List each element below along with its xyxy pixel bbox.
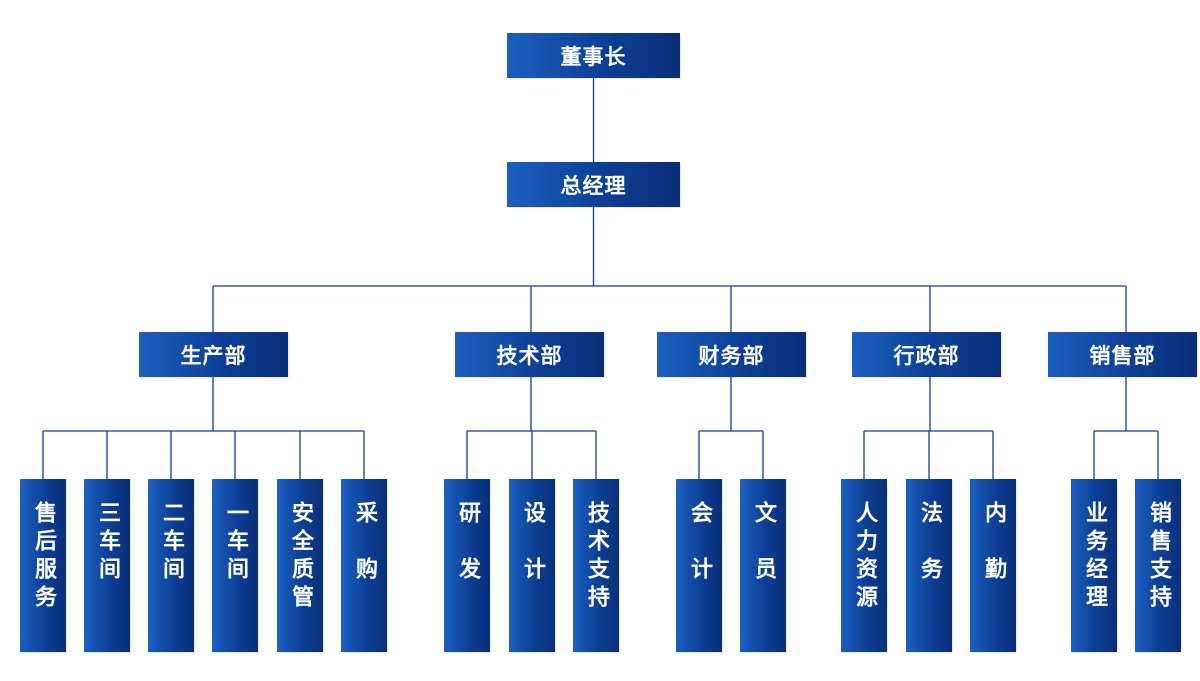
unit-box: 研发 bbox=[444, 479, 490, 652]
unit-label: 设计 bbox=[520, 501, 545, 613]
department-label: 生产部 bbox=[180, 343, 247, 368]
unit-label: 售后服务 bbox=[31, 501, 56, 613]
unit-label: 法务 bbox=[917, 501, 942, 613]
unit-label: 一车间 bbox=[223, 501, 248, 585]
unit-box: 内勤 bbox=[970, 479, 1016, 652]
unit-label: 内勤 bbox=[981, 501, 1006, 613]
unit-label: 研发 bbox=[455, 501, 480, 613]
unit-box: 二车间 bbox=[148, 479, 194, 652]
unit-box: 采购 bbox=[341, 479, 387, 652]
unit-label: 会计 bbox=[687, 501, 712, 613]
unit-box: 会计 bbox=[676, 479, 722, 652]
unit-box: 人力资源 bbox=[841, 479, 887, 652]
department-box: 财务部 bbox=[657, 332, 806, 377]
unit-box: 三车间 bbox=[84, 479, 130, 652]
department-box: 生产部 bbox=[139, 332, 288, 377]
unit-label: 技术支持 bbox=[584, 501, 609, 613]
department-box: 行政部 bbox=[852, 332, 1001, 377]
unit-label: 销售支持 bbox=[1146, 501, 1171, 613]
department-box: 技术部 bbox=[455, 332, 604, 377]
unit-box: 安全质管 bbox=[277, 479, 323, 652]
unit-label: 业务经理 bbox=[1082, 501, 1107, 613]
general-manager-label: 总经理 bbox=[560, 173, 627, 198]
unit-box: 一车间 bbox=[212, 479, 258, 652]
department-label: 财务部 bbox=[698, 343, 765, 368]
unit-label: 文员 bbox=[751, 501, 776, 613]
department-label: 行政部 bbox=[893, 343, 960, 368]
unit-box: 业务经理 bbox=[1071, 479, 1117, 652]
general-manager-box: 总经理 bbox=[507, 162, 680, 207]
unit-label: 三车间 bbox=[95, 501, 120, 585]
unit-label: 人力资源 bbox=[852, 501, 877, 613]
unit-box: 法务 bbox=[906, 479, 952, 652]
department-label: 销售部 bbox=[1089, 343, 1156, 368]
unit-box: 文员 bbox=[740, 479, 786, 652]
department-box: 销售部 bbox=[1048, 332, 1197, 377]
unit-label: 二车间 bbox=[159, 501, 184, 585]
chairman-label: 董事长 bbox=[560, 44, 627, 69]
department-label: 技术部 bbox=[496, 343, 563, 368]
unit-label: 安全质管 bbox=[288, 501, 313, 613]
unit-box: 技术支持 bbox=[573, 479, 619, 652]
unit-label: 采购 bbox=[352, 501, 377, 613]
unit-box: 设计 bbox=[509, 479, 555, 652]
unit-box: 售后服务 bbox=[20, 479, 66, 652]
chairman-box: 董事长 bbox=[507, 33, 680, 78]
unit-box: 销售支持 bbox=[1135, 479, 1181, 652]
